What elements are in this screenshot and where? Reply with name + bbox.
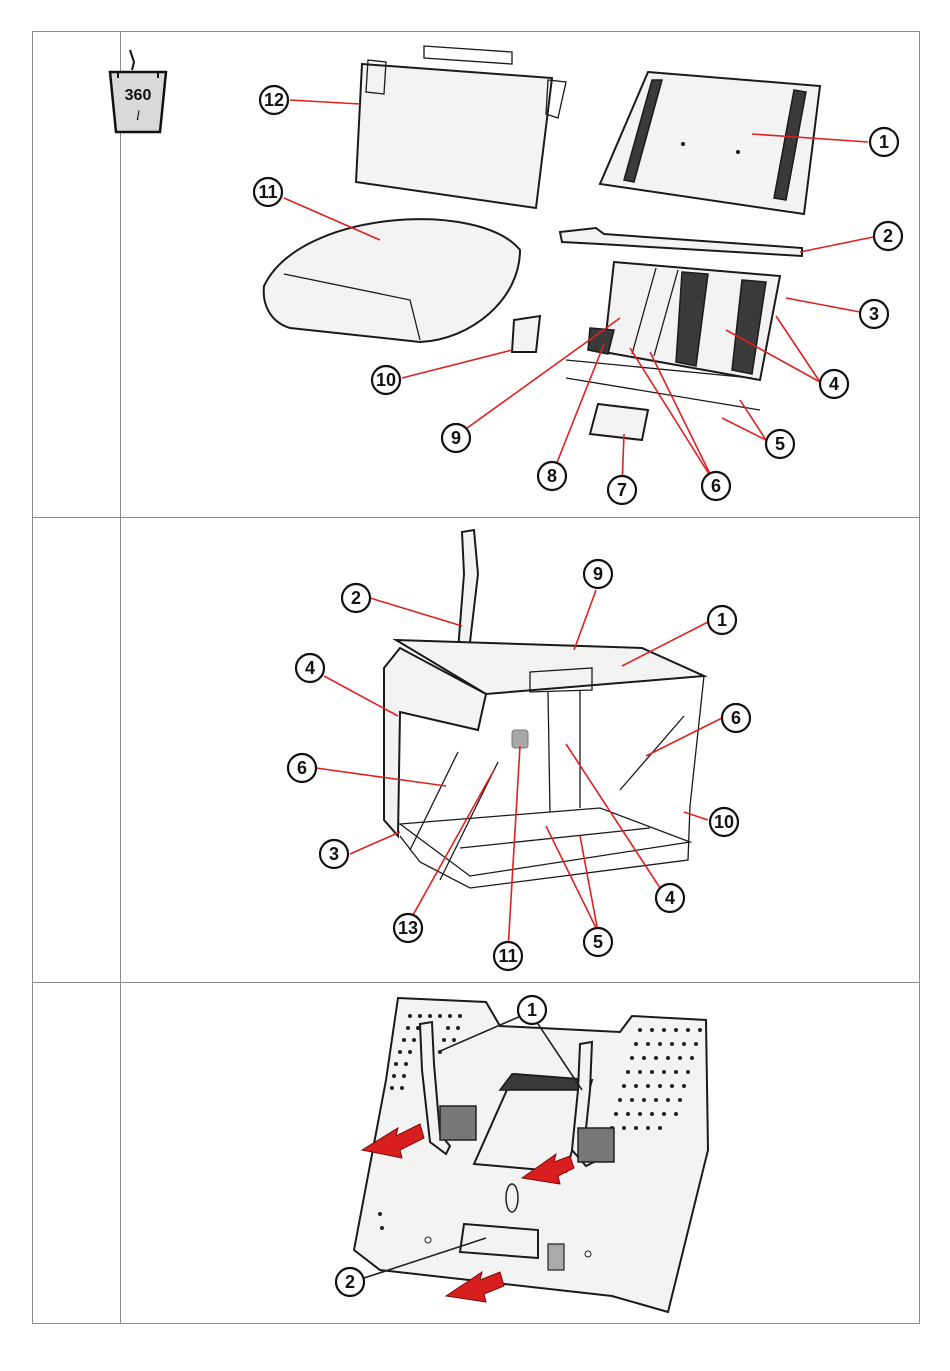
callout-2: 2 xyxy=(336,1268,364,1296)
svg-text:2: 2 xyxy=(345,1272,355,1292)
callout-1: 1 xyxy=(518,996,546,1024)
svg-text:1: 1 xyxy=(527,1000,537,1020)
